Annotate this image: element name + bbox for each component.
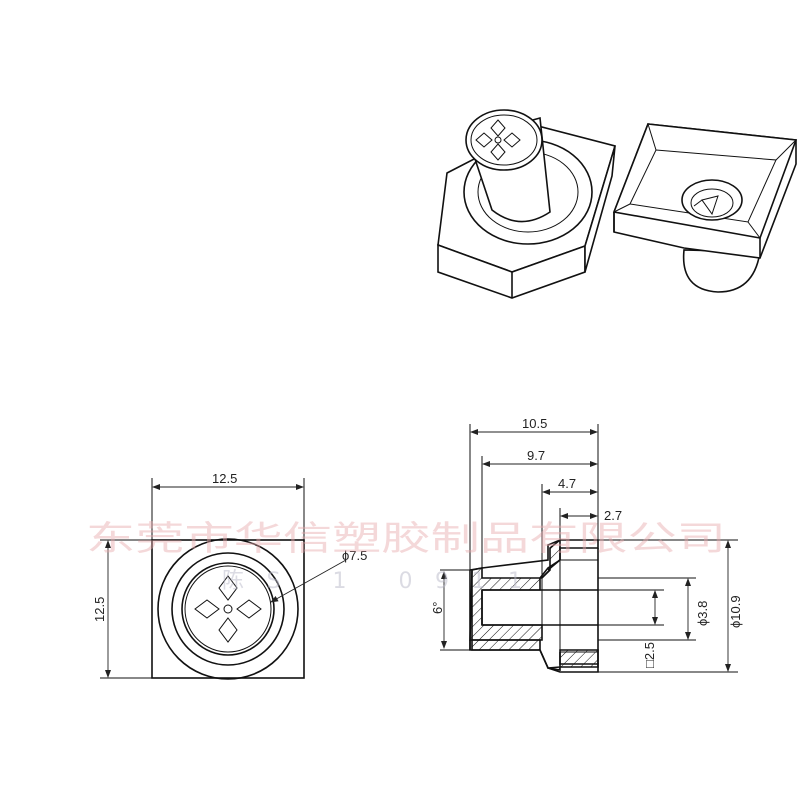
front-height-label: 12.5 xyxy=(92,597,107,622)
side-length-3-label: 4.7 xyxy=(558,476,576,491)
section-view: 10.5 9.7 4.7 2.7 6° □2.5 ϕ3.8 ϕ10.9 xyxy=(430,416,743,673)
side-angle-label: 6° xyxy=(430,602,445,614)
watermark-contact: 陈S 1 0911 xyxy=(222,569,522,594)
side-length-4-label: 2.7 xyxy=(604,508,622,523)
isometric-view-boss xyxy=(437,109,617,299)
side-outer-diameter-label: ϕ10.9 xyxy=(728,595,743,628)
cross-pattern-icon xyxy=(475,119,521,161)
front-diameter-label: ϕ7.5 xyxy=(342,548,367,563)
side-inner-diameter-label: ϕ3.8 xyxy=(695,601,710,626)
front-width-label: 12.5 xyxy=(212,471,237,486)
side-square-label: □2.5 xyxy=(642,642,657,668)
watermark: 东莞市华信塑胶制品有限公司 陈S 1 0911 xyxy=(86,519,726,594)
side-total-length-label: 10.5 xyxy=(522,416,547,431)
isometric-view-cup xyxy=(612,123,798,293)
side-length-2-label: 9.7 xyxy=(527,448,545,463)
cross-pattern-icon xyxy=(194,575,262,643)
watermark-company: 东莞市华信塑胶制品有限公司 xyxy=(86,519,726,559)
front-view: 12.5 12.5 ϕ7.5 xyxy=(92,471,367,680)
